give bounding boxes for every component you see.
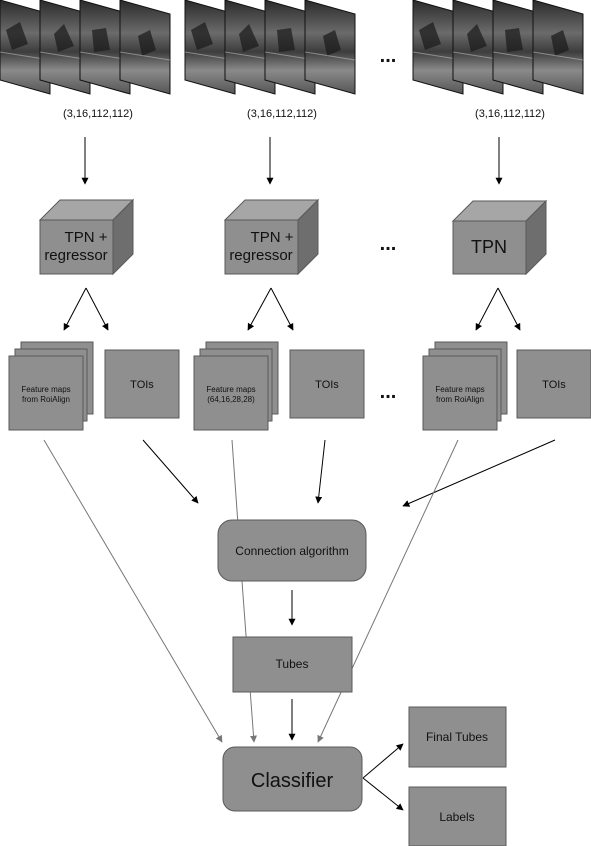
tois-box-3: TOIs (516, 349, 591, 419)
cube-3-line1: TPN (471, 237, 507, 257)
cube-2-line2: regressor (229, 247, 292, 264)
arrow-tois2-connection (315, 439, 326, 504)
tois-label-3: TOIs (542, 379, 566, 391)
video-frame (452, 0, 504, 95)
feature-maps-3-line2: from RoiAlign (436, 395, 484, 404)
tpn-regressor-cube-2: TPN + regressor (223, 198, 320, 276)
arrow-tois3-connection (402, 439, 556, 507)
clip-shape-label-2: (3,16,112,112) (247, 108, 317, 120)
video-frame (532, 0, 584, 95)
cube-2-line1: TPN + (251, 229, 294, 246)
final-tubes-label: Final Tubes (426, 730, 488, 744)
labels-box: Labels (408, 786, 507, 846)
cube-1-line1: TPN + (65, 229, 108, 246)
arrow-classifier-labels (362, 777, 404, 811)
clip-shape-label-3: (3,16,112,112) (475, 108, 545, 120)
arrow-classifier-final-tubes (362, 743, 404, 779)
feature-maps-2-line1: Feature maps (206, 385, 255, 394)
video-frame (492, 0, 544, 95)
connection-algorithm-box: Connection algorithm (217, 519, 367, 582)
arrow-fmaps2-classifier (231, 439, 258, 743)
arrow-cube1-fmaps (63, 287, 87, 331)
tubes-box: Tubes (232, 636, 353, 693)
clip-frames-2 (184, 0, 356, 95)
tois-label-2: TOIs (315, 379, 339, 391)
connection-algorithm-label: Connection algorithm (235, 544, 348, 558)
ellipsis-clips: ... (380, 45, 397, 67)
clip-frames-1 (0, 0, 171, 95)
classifier-label: Classifier (251, 770, 334, 792)
labels-label: Labels (439, 810, 474, 824)
feature-maps-1-line2: from RoiAlign (22, 395, 70, 404)
arrow-cube3-fmaps (475, 287, 499, 331)
final-tubes-box: Final Tubes (408, 706, 507, 768)
feature-maps-stack-2: Feature maps (64,16,28,28) (193, 341, 279, 431)
tubes-label: Tubes (276, 657, 309, 671)
arrow-cube3-tois (497, 287, 521, 331)
tois-box-1: TOIs (104, 349, 180, 419)
feature-maps-1-line1: Feature maps (21, 385, 70, 394)
clip-shape-label-1: (3,16,112,112) (63, 108, 133, 120)
tpn-regressor-cube-1: TPN + regressor (38, 198, 135, 276)
feature-maps-stack-1: Feature maps from RoiAlign (8, 341, 94, 431)
tois-box-2: TOIs (289, 349, 365, 419)
feature-maps-3-line1: Feature maps (435, 385, 484, 394)
arrow-fmaps1-classifier (43, 439, 223, 743)
video-frame (184, 0, 236, 95)
ellipsis-features: ... (380, 381, 397, 403)
arrow-fmaps3-classifier (317, 439, 459, 743)
video-frame (264, 0, 316, 95)
tois-label-1: TOIs (130, 379, 154, 391)
arrow-cube1-tois (85, 287, 109, 331)
video-frame (119, 0, 171, 95)
ellipsis-cubes: ... (380, 233, 397, 255)
clip-frames-3 (412, 0, 584, 95)
cube-1-line2: regressor (44, 247, 107, 264)
video-frame (224, 0, 276, 95)
arrow-tois1-connection (142, 439, 199, 504)
feature-maps-2-line2: (64,16,28,28) (207, 395, 255, 404)
video-frame (79, 0, 131, 95)
classifier-box: Classifier (222, 746, 363, 812)
arrow-cube2-tois (270, 287, 294, 331)
video-frame (0, 0, 51, 95)
arrow-cube2-fmaps (247, 287, 272, 331)
feature-maps-stack-3: Feature maps from RoiAlign (422, 341, 508, 431)
tpn-cube-3: TPN (451, 199, 548, 276)
video-frame (304, 0, 356, 95)
